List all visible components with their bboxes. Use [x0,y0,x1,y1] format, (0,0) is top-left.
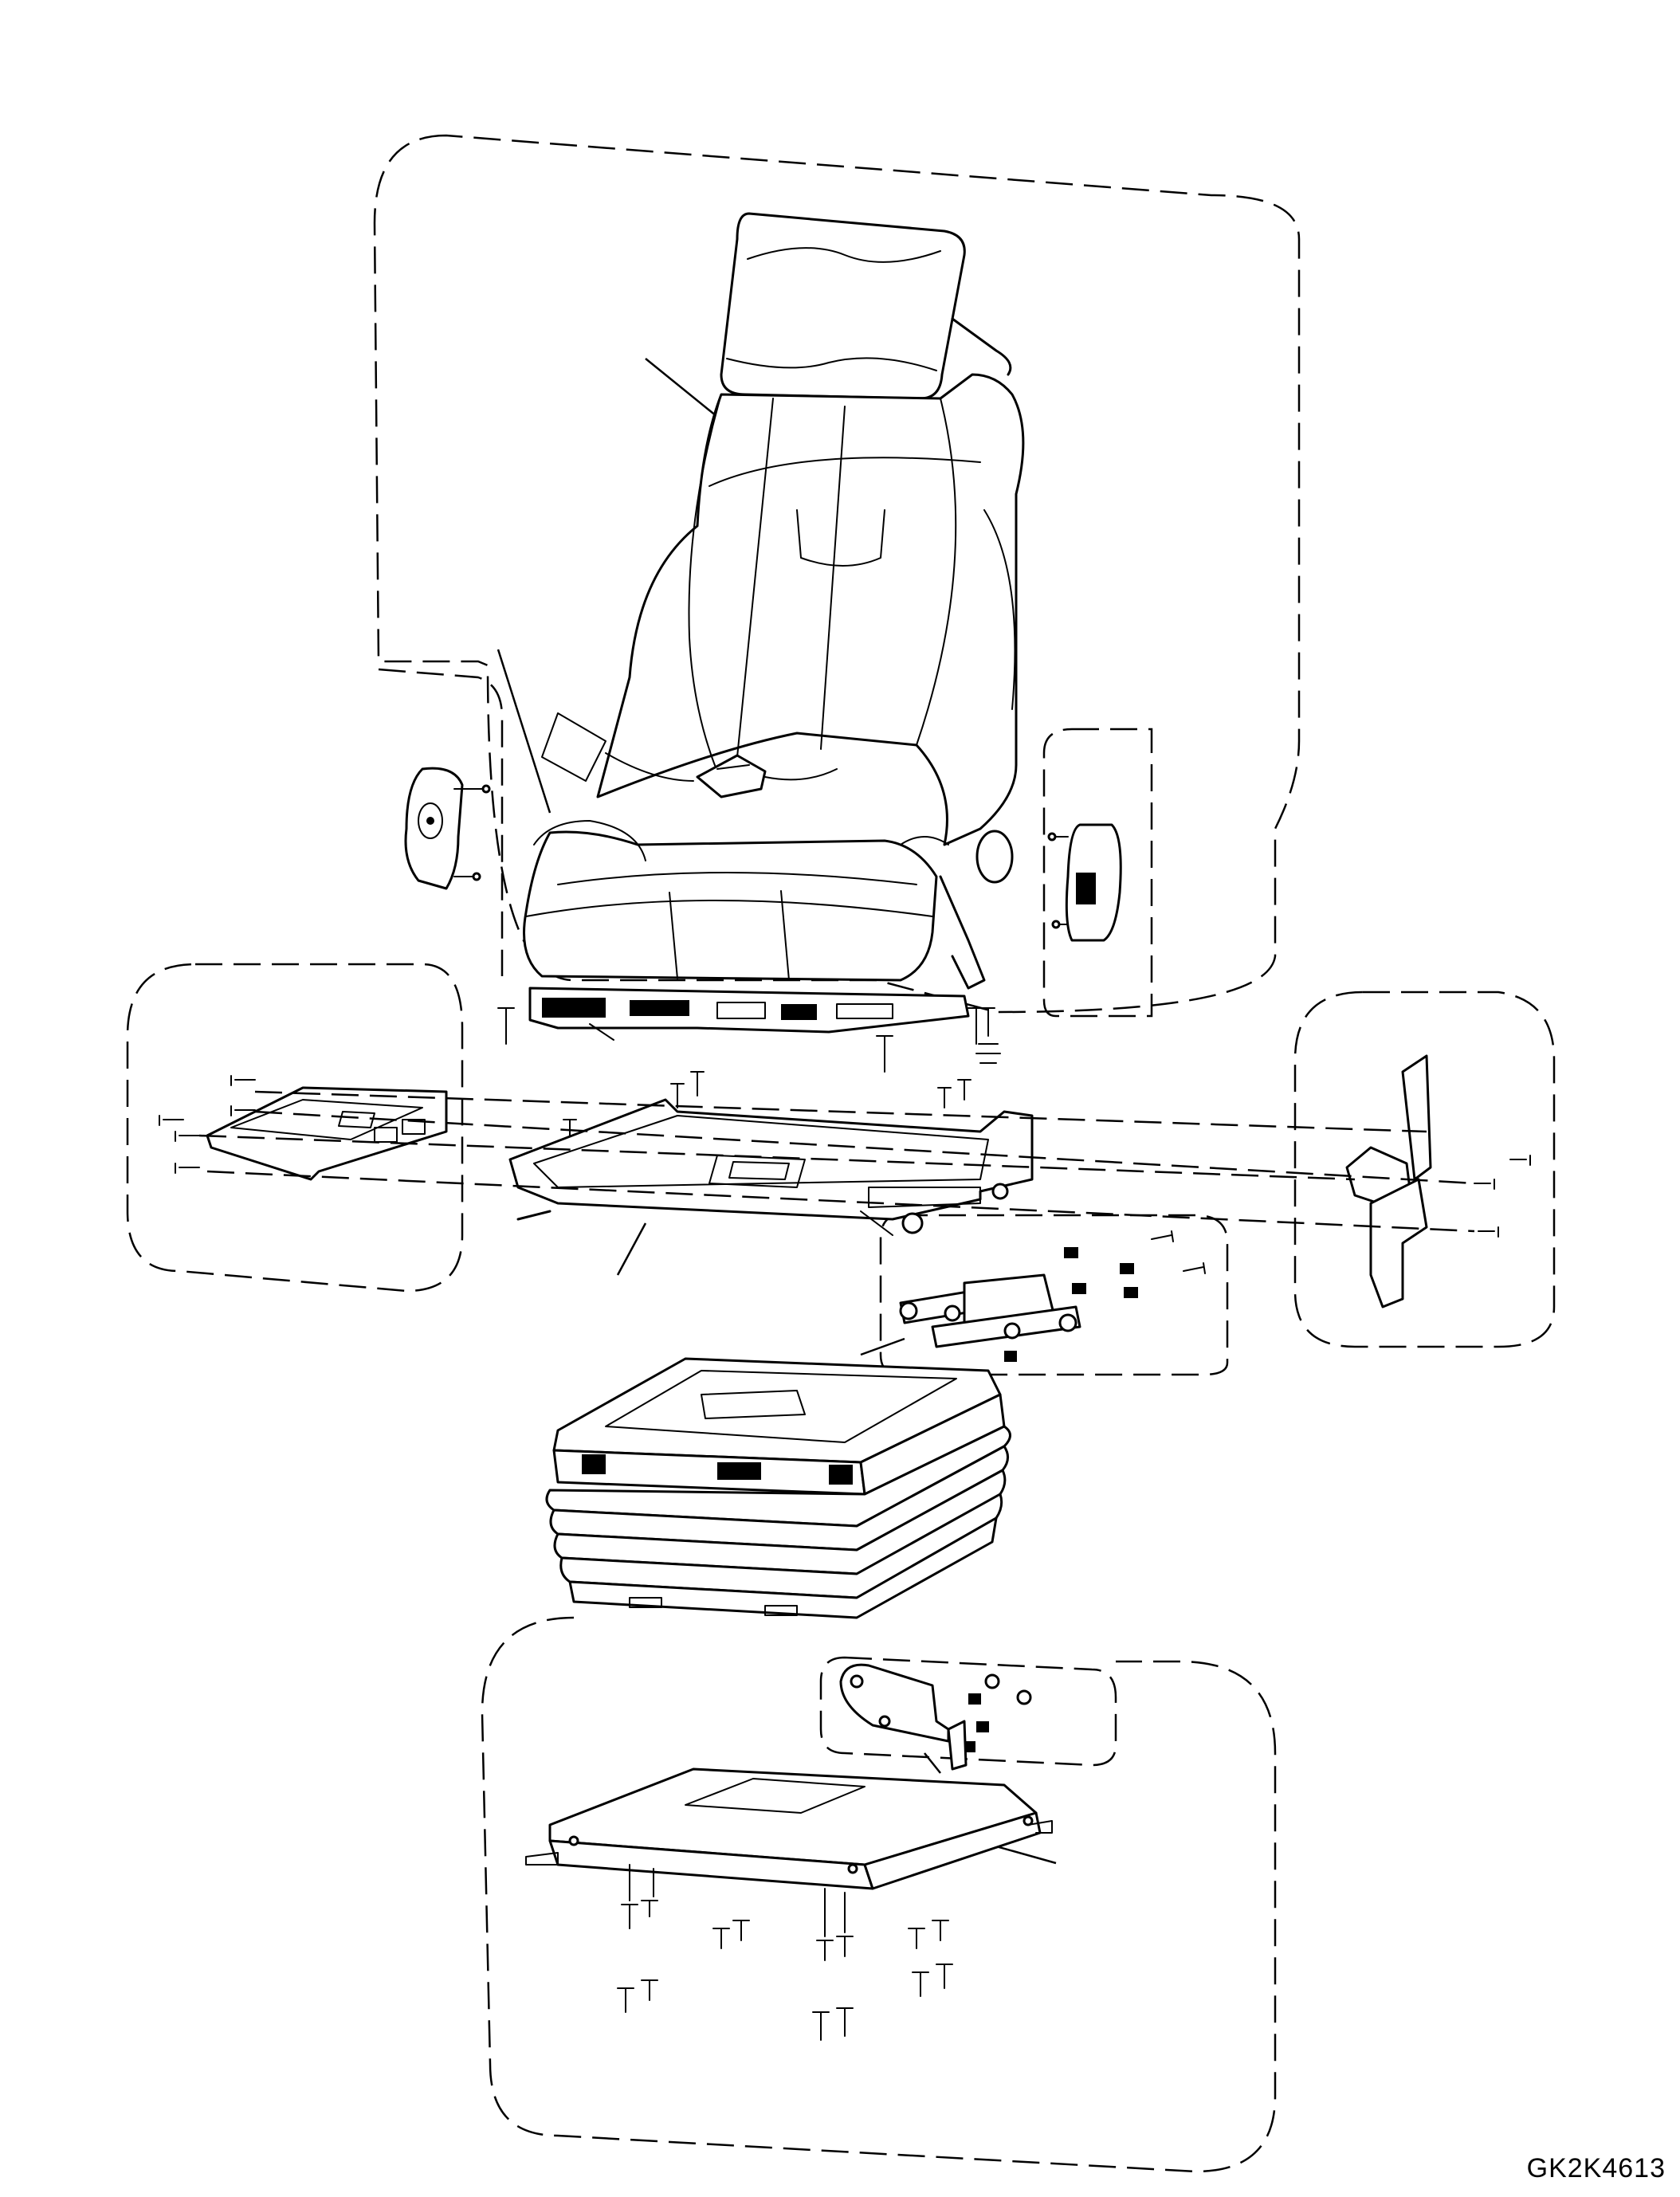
seat-screws [497,1007,1001,1156]
left-bracket [159,1075,448,1181]
seat-assembly [523,212,1025,1041]
rail-link-plates [899,1230,1206,1362]
slide-rail [508,1098,1034,1236]
left-armrest [404,767,491,890]
right-bracket [1345,1054,1531,1308]
leader-line-seat-belt [497,649,551,814]
group-outline-seat [373,134,1301,1014]
drawing-reference-code: GK2K4613 [1526,2153,1666,2183]
group-outline-rail-set [879,1214,1229,1376]
group-outline-right-bracket [1293,991,1556,1348]
alignment-lines [198,1090,1475,1233]
headrest [720,212,966,400]
group-outlines [126,134,1556,2173]
group-outline-adapter [819,1656,1117,1767]
base-bolts [617,1864,953,2041]
recline-knob [975,830,1014,884]
group-outline-right-armrest [1042,728,1153,1018]
backrest [596,373,1025,846]
seat-cushion [523,830,938,982]
group-outline-left-bracket [126,963,464,1293]
mounting-base-plate [525,1767,1053,1890]
seat-belt-buckle [696,754,767,798]
leader-lines [497,358,1057,1865]
suspension-unit [545,1357,1011,1619]
leader-line-rail-set [860,1337,905,1356]
leader-line-slide-rail [616,1222,647,1276]
group-outline-base [481,1616,1277,2173]
leader-line-backrest [645,358,722,421]
adapter-bracket [839,1663,1032,1771]
right-armrest [1047,823,1122,942]
group-outline-left-armrest [378,668,504,976]
leader-line-adapter [924,1752,941,1774]
seat-frame [528,987,970,1034]
